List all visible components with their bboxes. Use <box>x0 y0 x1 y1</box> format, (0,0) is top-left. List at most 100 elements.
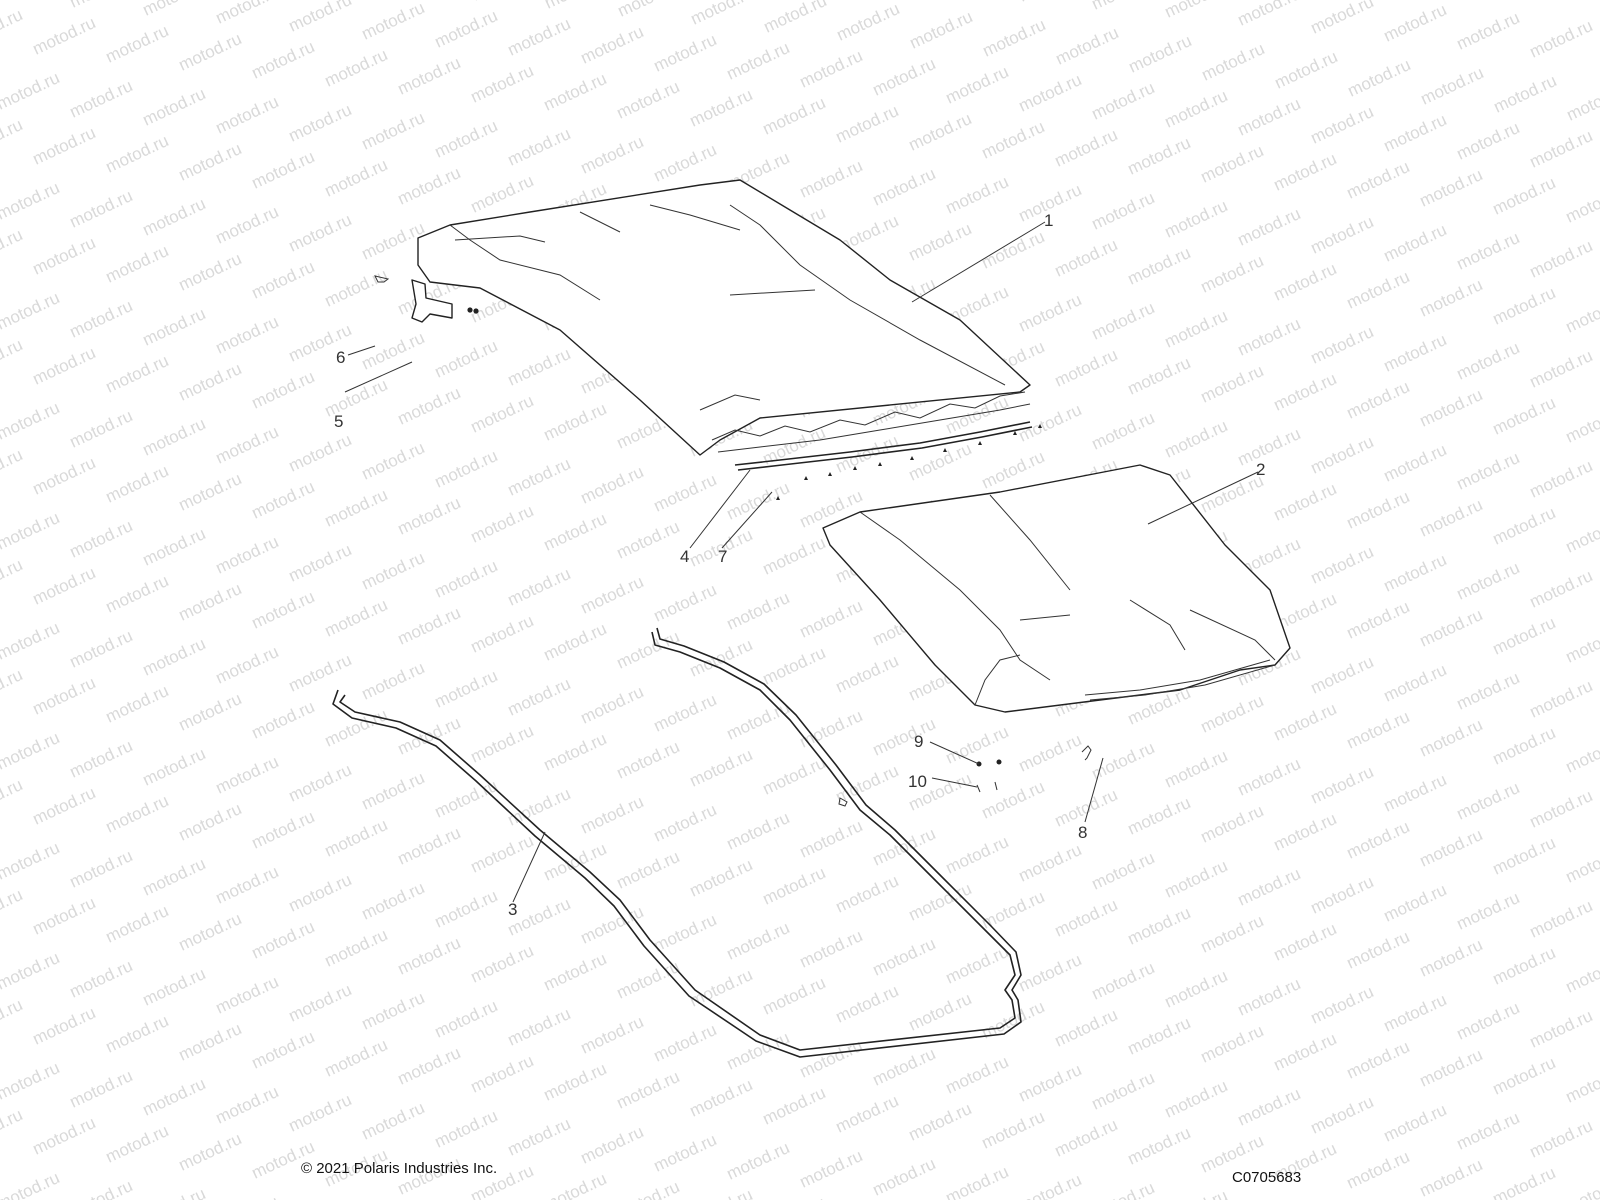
watermark-text: motod.ru <box>1089 1178 1158 1200</box>
watermark-text: motod.ru <box>1490 613 1559 659</box>
watermark-text: motod.ru <box>1381 1100 1450 1146</box>
watermark-text: motod.ru <box>249 1027 318 1073</box>
watermark-text: motod.ru <box>541 839 610 885</box>
watermark-text: motod.ru <box>0 728 62 774</box>
watermark-text: motod.ru <box>140 1074 209 1120</box>
watermark-text: motod.ru <box>176 689 245 735</box>
watermark-text: motod.ru <box>0 508 62 554</box>
watermark-text: motod.ru <box>286 430 355 476</box>
watermark-text: motod.ru <box>176 29 245 75</box>
watermark-text: motod.ru <box>1125 1013 1194 1059</box>
watermark-text: motod.ru <box>1563 731 1600 777</box>
watermark-text: motod.ru <box>1235 754 1304 800</box>
watermark-text: motod.ru <box>30 453 99 499</box>
watermark-text: motod.ru <box>1344 267 1413 313</box>
watermark-text: motod.ru <box>140 744 209 790</box>
watermark-text: motod.ru <box>1527 566 1596 612</box>
watermark-text: motod.ru <box>359 1098 428 1144</box>
watermark-text: motod.ru <box>213 862 282 908</box>
watermark-text: motod.ru <box>468 941 537 987</box>
watermark-text: motod.ru <box>578 682 647 728</box>
watermark-text: motod.ru <box>1089 0 1158 14</box>
watermark-text: motod.ru <box>359 108 428 154</box>
watermark-text: motod.ru <box>614 847 683 893</box>
watermark-text: motod.ru <box>395 933 464 979</box>
watermark-text: motod.ru <box>833 871 902 917</box>
watermark-text: motod.ru <box>1198 691 1267 737</box>
watermark-text: motod.ru <box>0 948 62 994</box>
watermark-text: motod.ru <box>395 1043 464 1089</box>
watermark-text: motod.ru <box>359 328 428 374</box>
watermark-text: motod.ru <box>432 886 501 932</box>
watermark-text: motod.ru <box>67 76 136 122</box>
watermark-text: motod.ru <box>0 1058 62 1104</box>
watermark-text: motod.ru <box>1454 1108 1523 1154</box>
watermark-text: motod.ru <box>651 580 720 626</box>
watermark-text: motod.ru <box>834 0 903 45</box>
seal-loop-part-3 <box>332 627 1022 1058</box>
watermark-text: motod.ru <box>1454 668 1523 714</box>
drawing-number: C0705683 <box>1232 1169 1302 1186</box>
watermark-text: motod.ru <box>176 909 245 955</box>
watermark-text: motod.ru <box>1198 801 1267 847</box>
watermark-text: motod.ru <box>1308 542 1377 588</box>
watermark-text: motod.ru <box>0 665 25 711</box>
watermark-text: motod.ru <box>1527 346 1596 392</box>
watermark-text: motod.ru <box>1563 841 1600 887</box>
watermark-text: motod.ru <box>213 422 282 468</box>
watermark-text: motod.ru <box>1198 1021 1267 1067</box>
watermark-text: motod.ru <box>760 643 829 689</box>
roof-panel-part-1 <box>417 179 1031 456</box>
watermark-text: motod.ru <box>943 1162 1012 1200</box>
watermark-text: motod.ru <box>1490 943 1559 989</box>
watermark-text: motod.ru <box>651 800 720 846</box>
watermark-text: motod.ru <box>614 737 683 783</box>
watermark-text: motod.ru <box>432 996 501 1042</box>
watermark-text: motod.ru <box>1271 1029 1340 1075</box>
watermark-text: motod.ru <box>833 101 902 147</box>
rivet-mark <box>910 456 914 460</box>
watermark-text: motod.ru <box>1454 558 1523 604</box>
watermark-text: motod.ru <box>432 666 501 712</box>
watermark-text: motod.ru <box>469 0 538 5</box>
callout-6: 6 <box>336 348 345 367</box>
watermark-text: motod.ru <box>1271 919 1340 965</box>
watermark-text: motod.ru <box>651 1130 720 1176</box>
washer-part-10 <box>976 781 998 793</box>
watermark-text: motod.ru <box>0 335 25 381</box>
watermark-text: motod.ru <box>1417 715 1486 761</box>
watermark-text: motod.ru <box>688 0 757 29</box>
watermark-text: motod.ru <box>468 61 537 107</box>
watermark-text: motod.ru <box>687 1075 756 1121</box>
watermark-text: motod.ru <box>578 132 647 178</box>
watermark-text: motod.ru <box>541 949 610 995</box>
watermark-text: motod.ru <box>249 697 318 743</box>
watermark-text: motod.ru <box>1454 338 1523 384</box>
watermark-text: motod.ru <box>1162 416 1231 462</box>
watermark-text: motod.ru <box>67 846 136 892</box>
watermark-text: motod.ru <box>1417 605 1486 651</box>
watermark-text: motod.ru <box>833 431 902 477</box>
watermark-text: motod.ru <box>322 155 391 201</box>
watermark-text: motod.ru <box>1344 927 1413 973</box>
watermark-text: motod.ru <box>1053 23 1122 69</box>
watermark-text: motod.ru <box>1381 0 1450 46</box>
watermark-text: motod.ru <box>213 312 282 358</box>
watermark-text: motod.ru <box>432 336 501 382</box>
watermark-text: motod.ru <box>1016 1170 1085 1200</box>
watermark-text: motod.ru <box>578 462 647 508</box>
watermark-text: motod.ru <box>1016 70 1085 116</box>
watermark-text: motod.ru <box>1199 39 1268 85</box>
watermark-text: motod.ru <box>651 470 720 516</box>
watermark-text: motod.ru <box>249 477 318 523</box>
rivet-mark <box>804 476 808 480</box>
watermark-text: motod.ru <box>1272 47 1341 93</box>
watermark-text: motod.ru <box>1381 440 1450 486</box>
watermark-text: motod.ru <box>176 799 245 845</box>
watermark-text: motod.ru <box>505 1114 574 1160</box>
watermark-text: motod.ru <box>286 650 355 696</box>
watermark-text: motod.ru <box>541 399 610 445</box>
watermark-text: motod.ru <box>614 1067 683 1113</box>
watermark-text: motod.ru <box>1381 880 1450 926</box>
